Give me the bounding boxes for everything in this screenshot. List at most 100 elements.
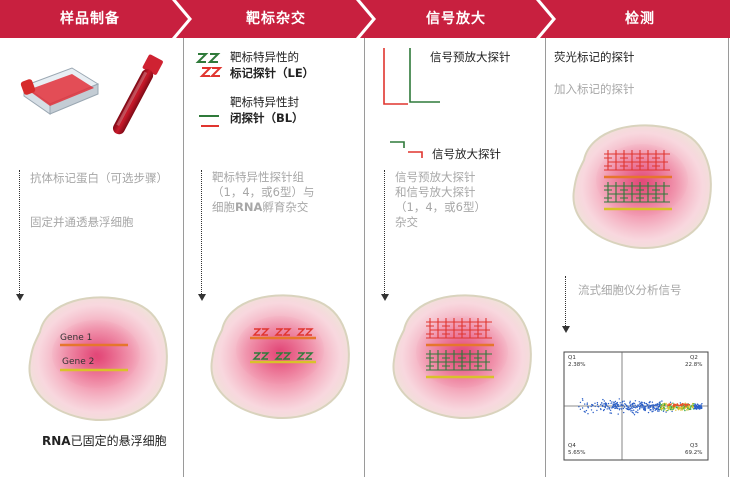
scatter-point <box>652 410 654 412</box>
scatter-point <box>696 405 699 408</box>
scatter-point <box>644 409 646 411</box>
scatter-point <box>626 405 629 407</box>
scatter-point <box>610 402 612 405</box>
flow-arrow-head-col1 <box>16 294 24 301</box>
scatter-point <box>620 408 623 410</box>
label-flow-cytometry: 流式细胞仪分析信号 <box>578 283 682 297</box>
scatter-point <box>631 407 633 410</box>
scatter-point <box>662 407 664 410</box>
note-antibody-labeling: 抗体标记蛋白（可选步骤） <box>30 171 168 185</box>
scatter-point <box>701 403 703 405</box>
scatter-point <box>618 409 621 411</box>
scatter-point <box>667 408 670 410</box>
flow-arrow-head-col2 <box>198 294 206 301</box>
scatter-point <box>608 407 610 409</box>
scatter-point <box>619 405 621 407</box>
scatter-point <box>664 408 666 410</box>
scatter-point <box>617 404 620 406</box>
scatter-point <box>605 405 607 407</box>
scatter-point <box>591 404 594 407</box>
q4-label: Q4 <box>568 443 576 449</box>
scatter-point <box>667 409 669 412</box>
scatter-point <box>596 402 599 404</box>
scatter-point <box>603 400 605 402</box>
scatter-point <box>675 409 677 411</box>
scatter-point <box>641 406 643 408</box>
flow-arrow-head-col4 <box>562 326 570 333</box>
scatter-point <box>643 406 645 408</box>
scatter-point <box>614 407 616 410</box>
step-chevron-4 <box>540 0 730 38</box>
scatter-point <box>656 407 658 410</box>
scatter-point <box>652 405 654 408</box>
scatter-point <box>633 409 635 411</box>
scatter-point <box>648 405 651 407</box>
scatter-point <box>663 405 665 408</box>
scatter-point <box>659 408 661 410</box>
scatter-point-hot <box>676 404 679 406</box>
flow-arrow-col4 <box>565 276 566 328</box>
flow-arrow-head-col3 <box>381 294 389 301</box>
scatter-point <box>662 403 665 405</box>
scatter-point <box>586 403 588 406</box>
step-chevron-2 <box>176 0 372 38</box>
scatter-point <box>684 409 686 412</box>
scatter-point <box>695 404 698 407</box>
scatter-point <box>597 405 599 408</box>
scatter-point <box>586 402 588 404</box>
scatter-point <box>665 410 668 412</box>
scatter-point-hot <box>674 403 677 406</box>
scatter-point <box>624 403 626 405</box>
scatter-point <box>579 408 582 410</box>
scatter-point <box>635 411 637 413</box>
scatter-point <box>658 405 661 408</box>
scatter-point <box>620 404 622 406</box>
scatter-point-hot <box>668 403 670 406</box>
scatter-point <box>699 406 701 409</box>
cell-with-amplified-signal <box>392 294 532 420</box>
scatter-point <box>618 398 620 400</box>
scatter-point <box>683 406 685 409</box>
amplifier-tree-red <box>426 318 492 339</box>
gene-2-label: Gene 2 <box>62 357 94 367</box>
scatter-point <box>617 407 619 410</box>
scatter-point <box>633 402 636 405</box>
note-col2-line2: （1，4，或6型）与 <box>212 185 315 199</box>
scatter-point-hot <box>684 403 687 406</box>
scatter-point <box>687 406 689 408</box>
scatter-point-hot <box>672 404 675 407</box>
scatter-point <box>643 407 645 410</box>
scatter-point <box>607 406 609 408</box>
note-col3-line3: （1，4，或6型） <box>395 200 486 214</box>
scatter-point <box>602 398 604 401</box>
scatter-point <box>645 405 647 407</box>
scatter-point <box>623 400 625 402</box>
q2-value: 22.8% <box>685 362 702 368</box>
scatter-point <box>609 400 611 402</box>
bl-label-line2: 闭探针（BL） <box>230 111 304 125</box>
note-probe-hybridization: 靶标特异性探针组 （1，4，或6型）与 细胞RNA孵育杂交 <box>212 170 314 215</box>
column-divider-1 <box>183 38 184 477</box>
scatter-point <box>690 405 692 407</box>
scatter-point <box>594 405 596 408</box>
scatter-point <box>637 411 639 414</box>
step-title-amplification: 信号放大 <box>426 11 486 27</box>
scatter-point-hot <box>680 403 682 406</box>
le-label: 靶标特异性的 标记探针（LE） <box>230 49 314 81</box>
step-banner <box>0 0 730 38</box>
scatter-point-hot <box>686 403 689 406</box>
probe-pairs-gene1 <box>252 328 314 336</box>
bl-label-line1: 靶标特异性封 <box>230 95 299 109</box>
scatter-point <box>633 414 636 416</box>
scatter-point <box>629 405 631 407</box>
scatter-point <box>581 407 584 409</box>
scatter-point <box>619 402 621 404</box>
scatter-point <box>611 401 613 403</box>
scatter-point <box>610 407 612 409</box>
scatter-point <box>657 407 659 409</box>
q3-label: Q3 <box>690 443 698 449</box>
scatter-point <box>611 405 614 408</box>
right-border <box>728 38 729 477</box>
scatter-point <box>578 406 580 408</box>
label-extender-icon <box>195 53 223 77</box>
